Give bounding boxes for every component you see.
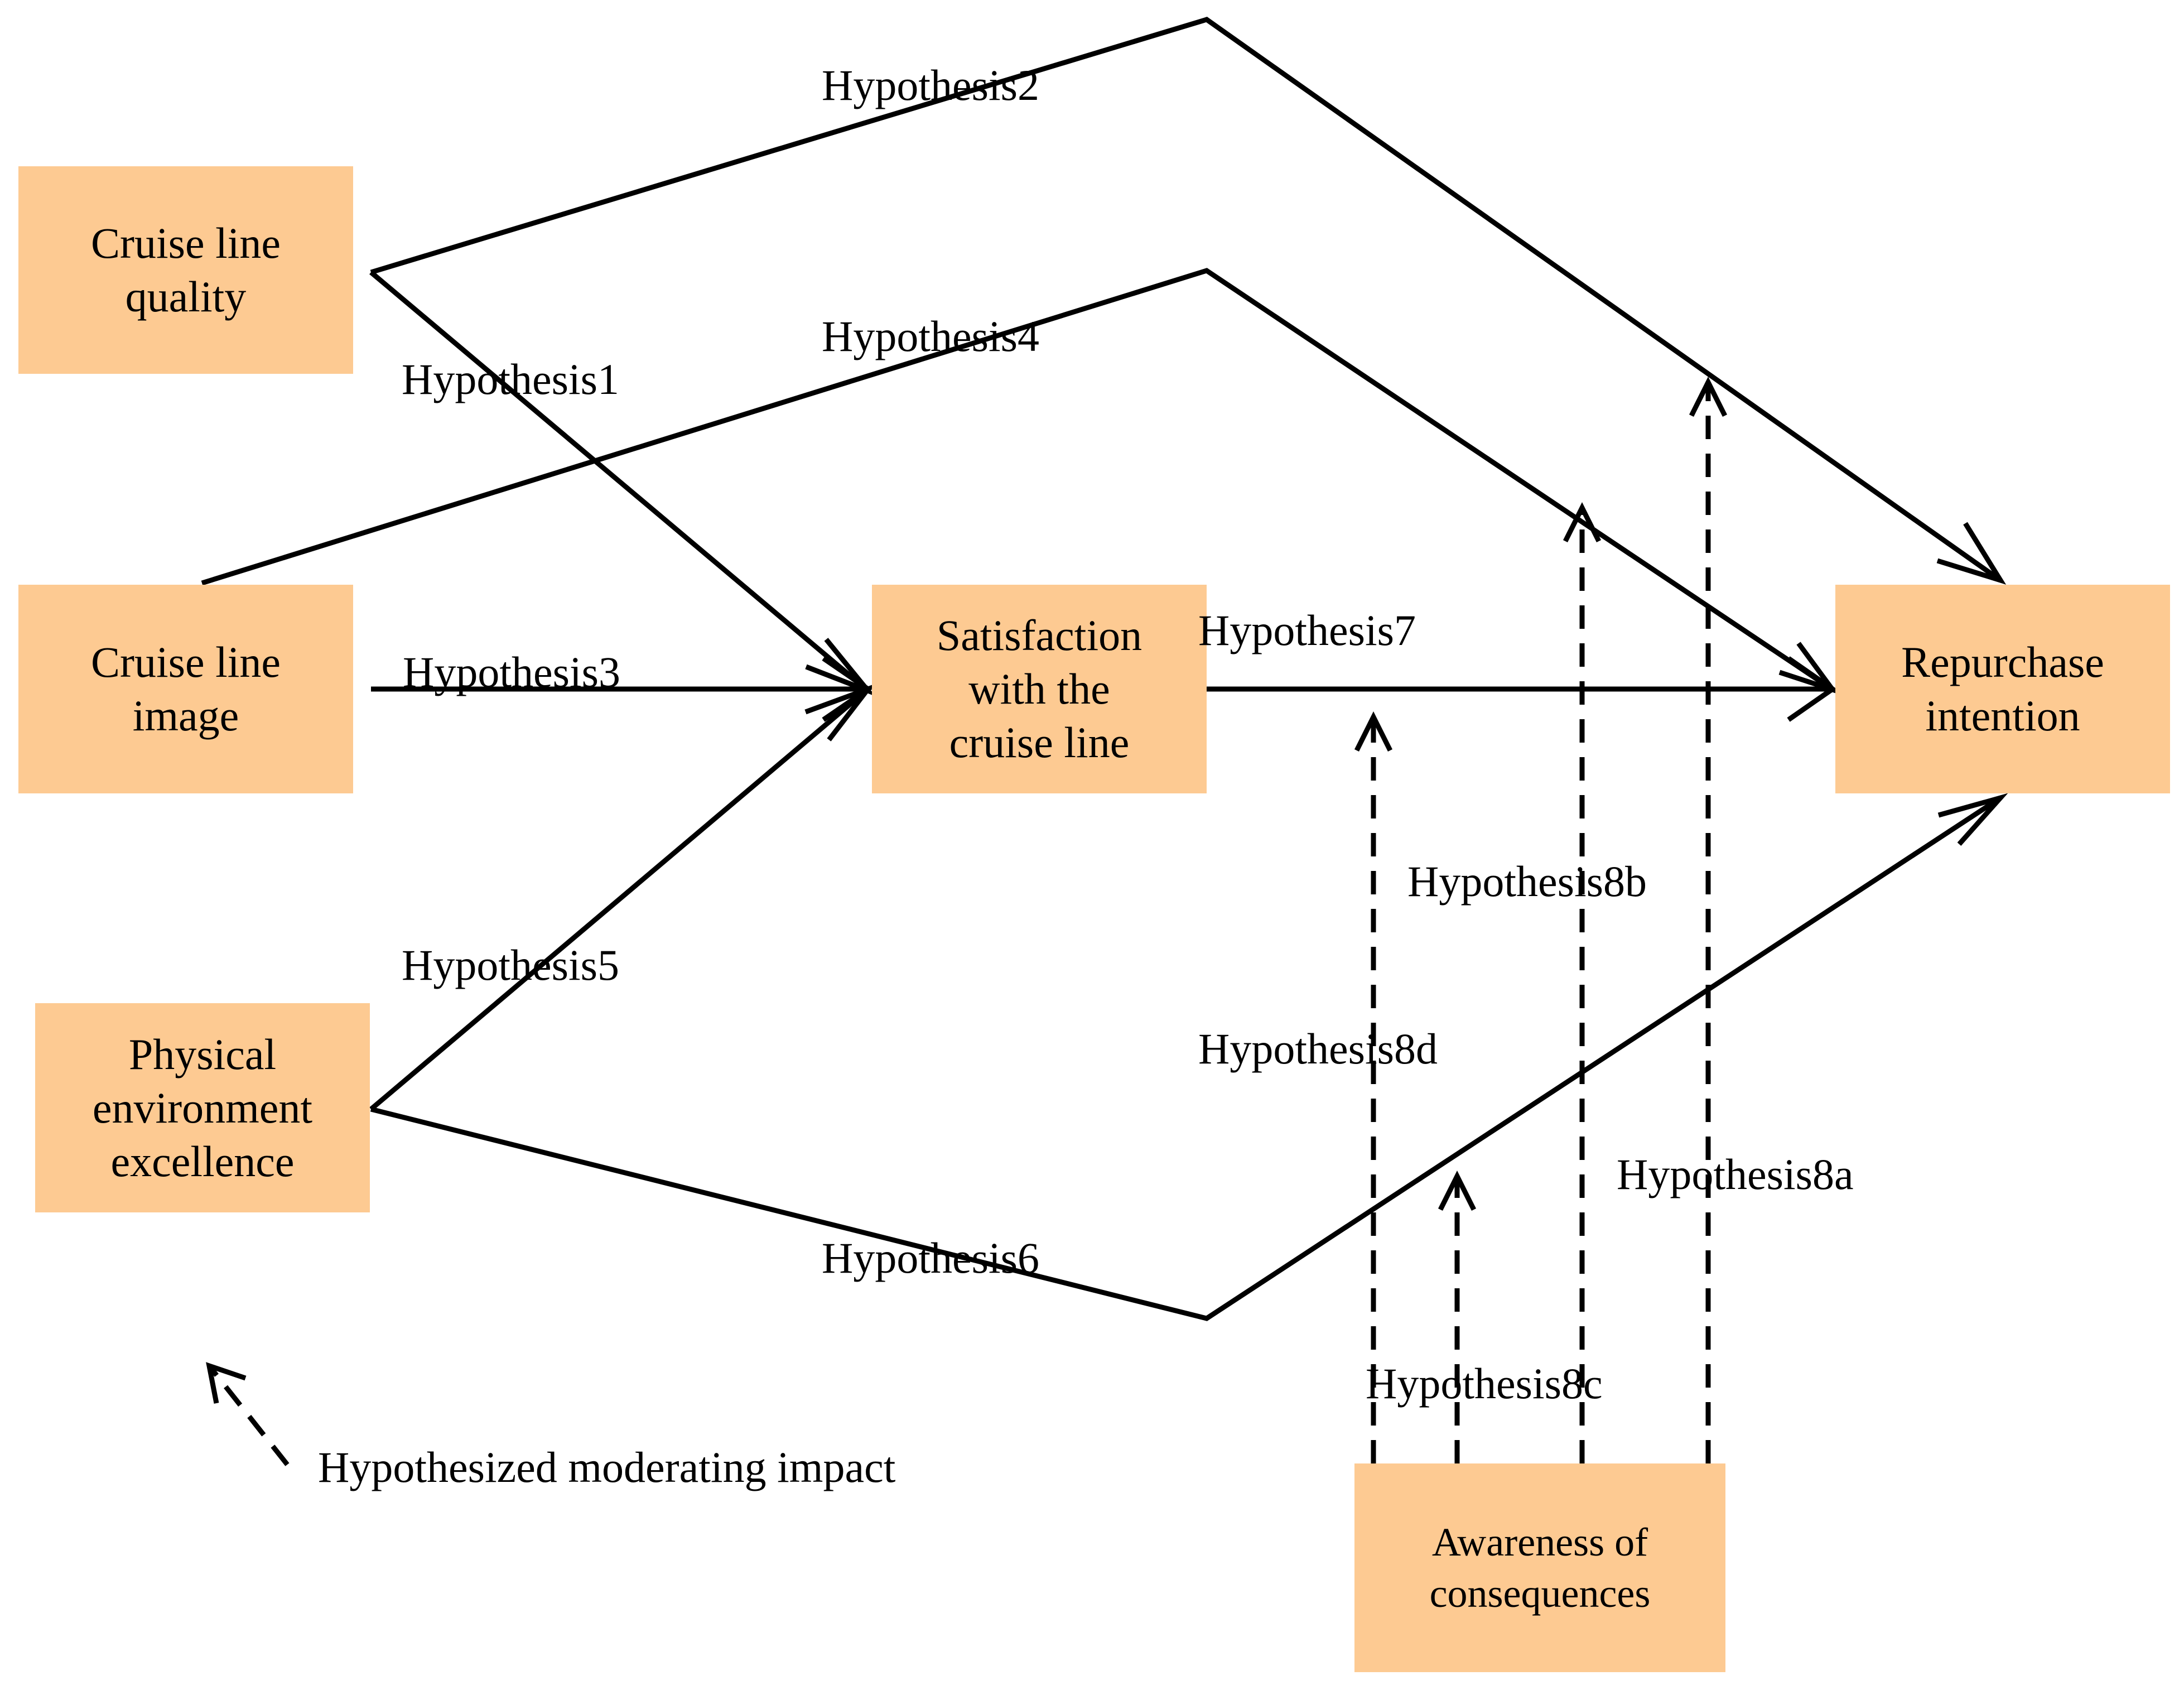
- node-cruise-line-image: Cruise line image: [18, 585, 353, 793]
- node-label-line: consequences: [1429, 1571, 1651, 1616]
- label-hypothesis8c: Hypothesis8c: [1366, 1359, 1603, 1408]
- legend-moderating-label: Hypothesized moderating impact: [318, 1443, 896, 1491]
- label-hypothesis2: Hypothesis2: [822, 61, 1039, 109]
- edge-h7: [1207, 656, 1837, 722]
- label-hypothesis1: Hypothesis1: [402, 355, 619, 403]
- legend-dashed-arrow: [206, 1362, 290, 1466]
- node-satisfaction: Satisfaction with the cruise line: [872, 585, 1207, 793]
- node-label-line: Satisfaction: [936, 611, 1142, 659]
- node-cruise-line-quality: Cruise line quality: [18, 166, 353, 374]
- edge-h2: [370, 17, 2007, 585]
- label-hypothesis3: Hypothesis3: [403, 648, 620, 696]
- edge-h1: [369, 270, 876, 697]
- edge-h8d: [1354, 711, 1393, 1463]
- node-repurchase-intention: Repurchase intention: [1835, 585, 2170, 793]
- edge-h8b: [1563, 502, 1602, 1463]
- node-physical-environment-excellence: Physical environment excellence: [35, 1003, 370, 1212]
- edge-h8c: [1438, 1170, 1477, 1463]
- node-label-line: Awareness of: [1431, 1520, 1648, 1564]
- node-label-line: cruise line: [949, 718, 1130, 767]
- node-label-line: quality: [125, 272, 247, 321]
- edge-h5: [369, 683, 876, 1111]
- node-label-line: Repurchase: [1901, 638, 2104, 686]
- label-hypothesis8a: Hypothesis8a: [1617, 1150, 1854, 1198]
- node-label-line: with the: [968, 665, 1110, 713]
- label-hypothesis8d: Hypothesis8d: [1198, 1024, 1438, 1073]
- node-label-line: Physical: [128, 1029, 277, 1078]
- label-hypothesis5: Hypothesis5: [402, 941, 619, 989]
- label-hypothesis4: Hypothesis4: [822, 312, 1039, 360]
- node-label-line: image: [132, 691, 239, 740]
- edge-h6: [370, 793, 2008, 1321]
- node-label-line: Cruise line: [90, 638, 281, 686]
- node-awareness-of-consequences: Awareness of consequences: [1354, 1463, 1725, 1672]
- node-label-line: intention: [1925, 691, 2080, 740]
- node-label-line: Cruise line: [90, 219, 281, 267]
- edge-h8a: [1689, 376, 1728, 1463]
- node-label-line: environment: [92, 1083, 313, 1132]
- node-label-line: excellence: [110, 1137, 295, 1186]
- label-hypothesis8b: Hypothesis8b: [1407, 857, 1647, 906]
- label-hypothesis7: Hypothesis7: [1198, 606, 1416, 654]
- label-hypothesis6: Hypothesis6: [822, 1234, 1039, 1282]
